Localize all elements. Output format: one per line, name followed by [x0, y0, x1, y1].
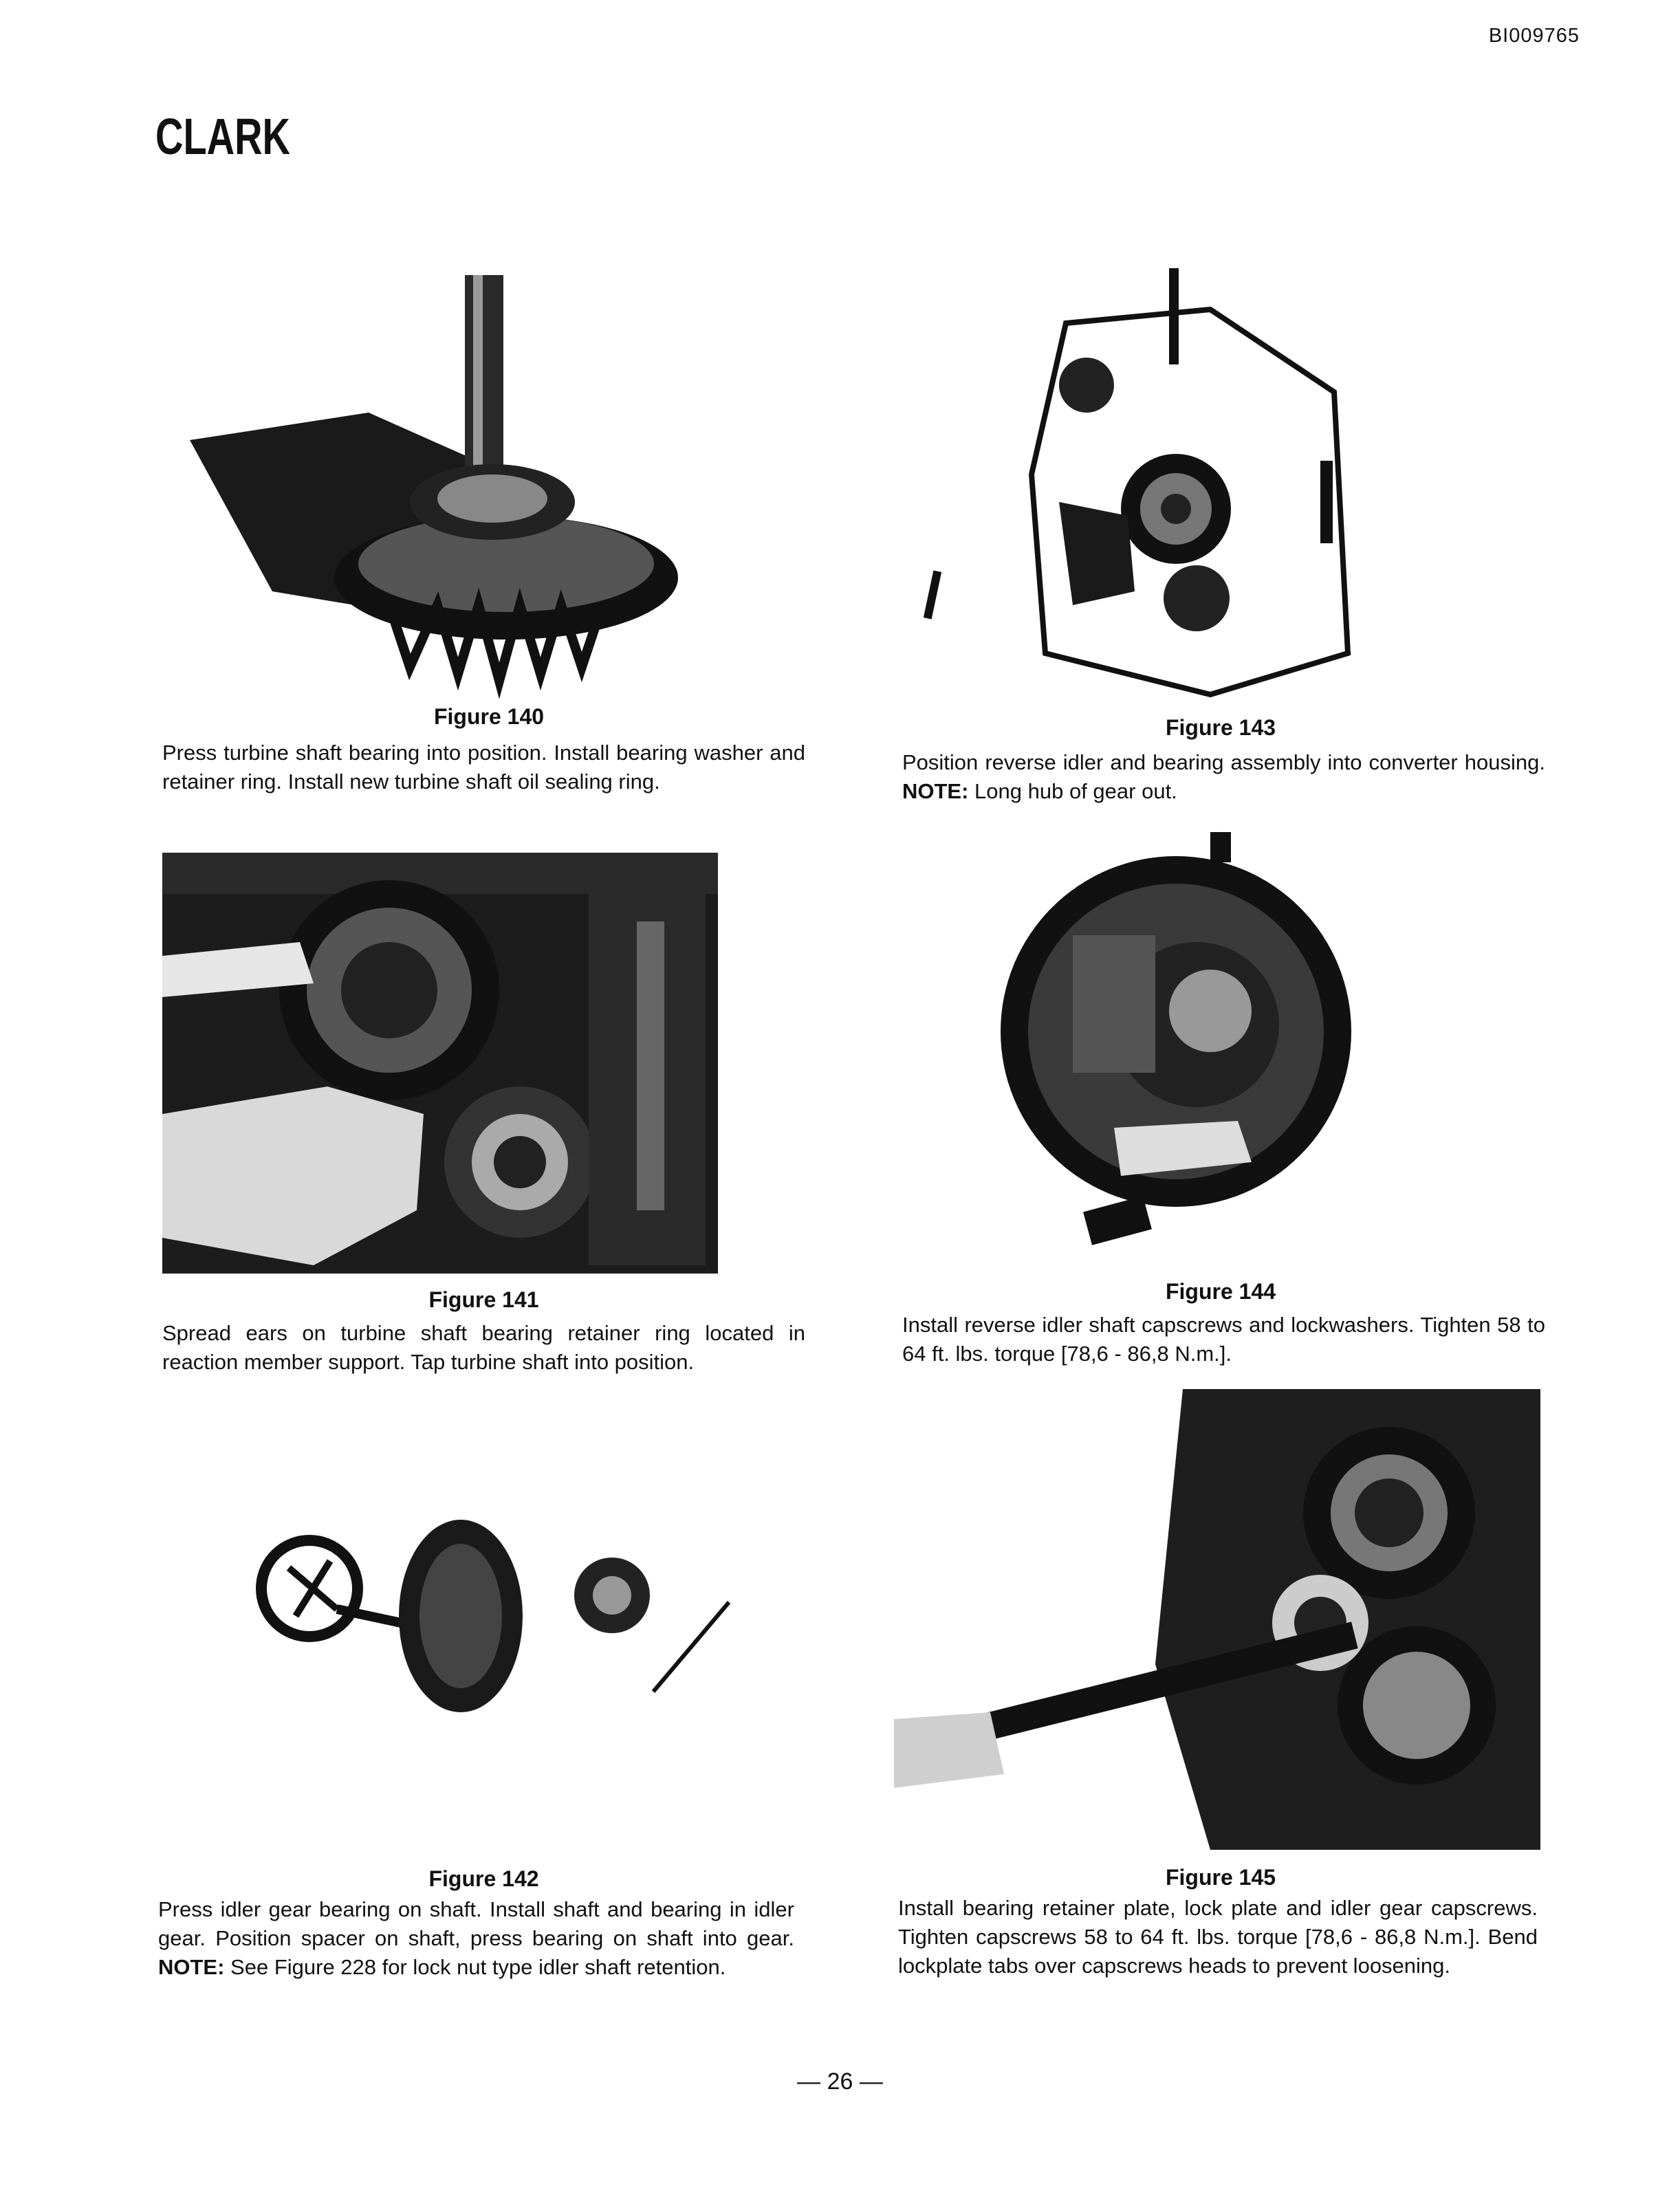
- document-id: BI009765: [1488, 25, 1580, 47]
- svg-text:CLARK: CLARK: [155, 110, 290, 162]
- figure-143-photo: [921, 268, 1389, 708]
- figure-142-title: Figure 142: [428, 1866, 539, 1891]
- figure-144-photo: [949, 832, 1389, 1265]
- figure-141-caption: Spread ears on turbine shaft bearing ret…: [162, 1321, 805, 1374]
- figure-140-photo: [162, 261, 816, 699]
- figure-141-photo: [162, 853, 718, 1274]
- figure-142-caption: Press idler gear bearing on shaft. Insta…: [158, 1897, 794, 1979]
- figure-145-caption: Install bearing retainer plate, lock pla…: [898, 1896, 1538, 1978]
- clark-logo: CLARK: [155, 110, 290, 162]
- figure-143-note-label: NOTE:: [902, 779, 969, 803]
- figure-145-photo: [894, 1389, 1540, 1850]
- figure-144-caption: Install reverse idler shaft capscrews an…: [902, 1313, 1545, 1366]
- figure-140-title: Figure 140: [433, 704, 545, 729]
- page-number: — 26 —: [797, 2068, 883, 2095]
- figure-143-title: Figure 143: [1165, 715, 1276, 740]
- figure-143-caption: Position reverse idler and bearing assem…: [902, 750, 1545, 803]
- figure-140-caption: Press turbine shaft bearing into positio…: [162, 741, 805, 794]
- figure-141-title: Figure 141: [428, 1287, 539, 1312]
- figure-144-title: Figure 144: [1165, 1279, 1276, 1304]
- figure-142-note-label: NOTE:: [158, 1955, 225, 1979]
- figure-142-photo: [254, 1513, 763, 1760]
- figure-145-title: Figure 145: [1165, 1865, 1276, 1890]
